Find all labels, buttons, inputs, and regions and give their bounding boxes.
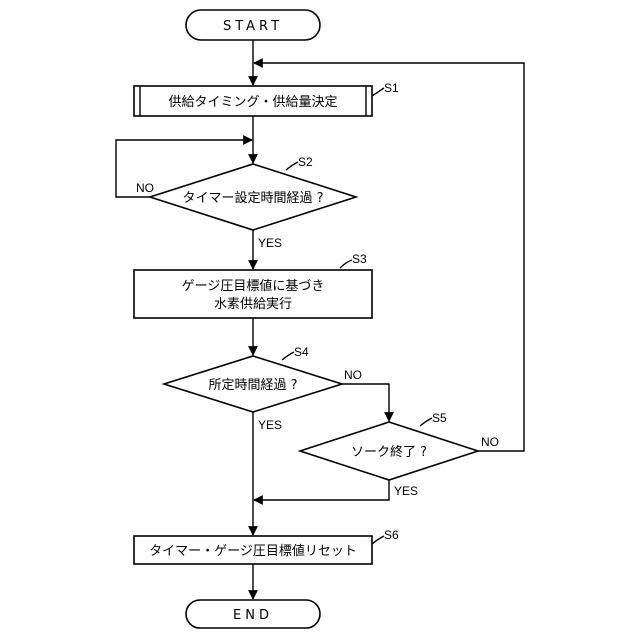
s4-text: 所定時間経過 ? — [208, 378, 297, 393]
s4-leader — [282, 352, 294, 360]
step-s5-decision: ソーク終了 ? — [300, 422, 478, 480]
s4-step-label: S4 — [294, 345, 309, 359]
s2-text: タイマー設定時間経過 ? — [182, 190, 323, 206]
s4-yes-label: YES — [258, 418, 282, 432]
s5-text: ソーク終了 ? — [351, 444, 427, 460]
s2-step-label: S2 — [298, 155, 313, 169]
s2-no-label: NO — [136, 181, 154, 195]
s6-leader — [372, 536, 384, 544]
arrow-s5-yes-join — [254, 480, 389, 500]
s3-text-line1: ゲージ圧目標値に基づき — [182, 278, 325, 294]
start-terminal: START — [186, 10, 320, 40]
s5-yes-label: YES — [394, 484, 418, 498]
step-s6-process: タイマー・ゲージ圧目標値リセット — [134, 536, 372, 564]
s4-no-label: NO — [344, 368, 362, 382]
step-s2-decision: タイマー設定時間経過 ? — [150, 164, 356, 230]
s6-text: タイマー・ゲージ圧目標値リセット — [149, 543, 357, 559]
s5-no-label: NO — [481, 435, 499, 449]
s5-step-label: S5 — [432, 411, 447, 425]
start-label: START — [223, 19, 283, 34]
s3-text-line2: 水素供給実行 — [214, 296, 292, 312]
end-terminal: END — [186, 600, 320, 628]
s2-leader — [286, 162, 298, 170]
s6-step-label: S6 — [384, 528, 399, 542]
step-s3-process: ゲージ圧目標値に基づき 水素供給実行 — [134, 270, 372, 318]
arrow-s4-no-to-s5 — [342, 384, 389, 421]
s1-leader — [372, 88, 384, 96]
s1-text: 供給タイミング・供給量決定 — [168, 95, 337, 110]
s3-leader — [340, 260, 352, 268]
step-s4-decision: 所定時間経過 ? — [164, 356, 342, 412]
s1-step-label: S1 — [384, 81, 399, 95]
s5-leader — [420, 418, 432, 426]
s2-yes-label: YES — [258, 236, 282, 250]
s3-step-label: S3 — [352, 252, 367, 266]
end-label: END — [233, 608, 273, 623]
step-s1-process: 供給タイミング・供給量決定 — [134, 86, 372, 116]
